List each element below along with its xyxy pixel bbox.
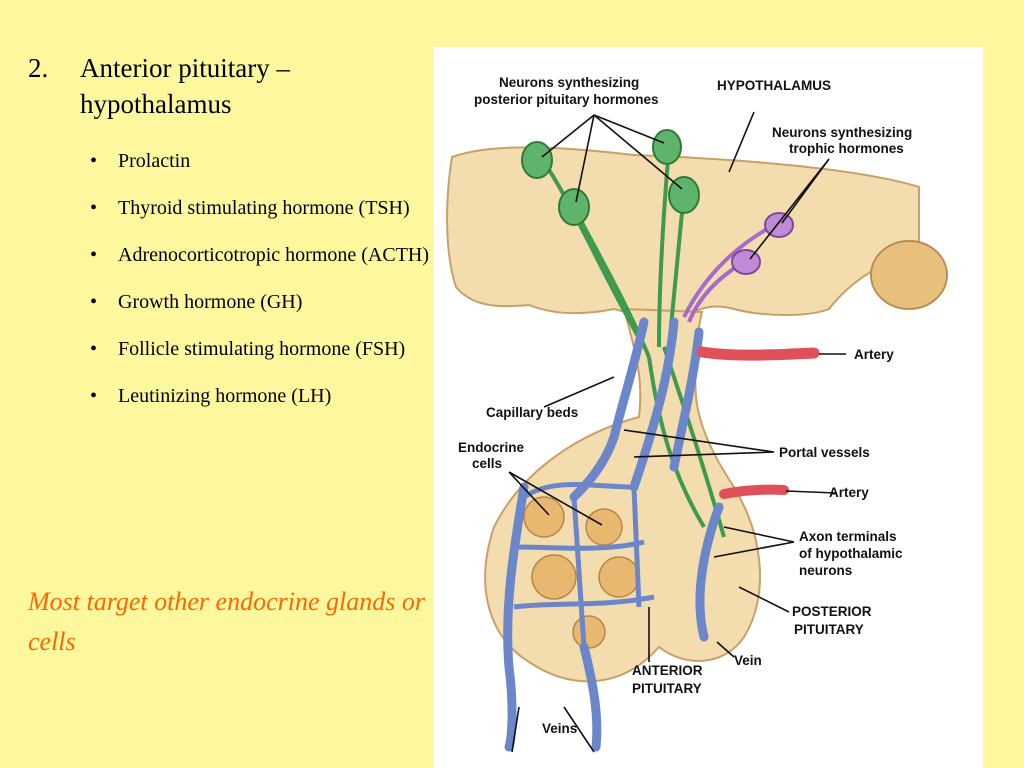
label-portal-vessels: Portal vessels bbox=[779, 445, 870, 460]
heading-number: 2. bbox=[28, 53, 49, 83]
list-item: • Leutinizing hormone (LH) bbox=[90, 381, 430, 411]
pituitary-diagram-svg: Neurons synthesizing posterior pituitary… bbox=[446, 75, 948, 753]
lower-artery bbox=[719, 484, 789, 499]
neuron-bodies-green bbox=[521, 129, 700, 226]
neuron-body bbox=[558, 188, 590, 226]
bullet-icon: • bbox=[90, 385, 98, 407]
label-capillary-beds: Capillary beds bbox=[486, 405, 578, 420]
hormone-list: • Prolactin • Thyroid stimulating hormone … bbox=[90, 146, 430, 428]
cell-cluster bbox=[523, 496, 565, 538]
pituitary-diagram: Neurons synthesizing posterior pituitary… bbox=[434, 47, 983, 768]
leader-lines bbox=[508, 111, 846, 753]
hypothalamus-tissue bbox=[446, 146, 920, 317]
cell-cluster bbox=[585, 508, 623, 546]
hormone-label: Thyroid stimulating hormone (TSH) bbox=[118, 197, 410, 219]
list-item: • Growth hormone (GH) bbox=[90, 287, 430, 317]
endocrine-cells bbox=[523, 496, 640, 649]
label-vein: Vein bbox=[734, 653, 762, 668]
label-axon-1: Axon terminals bbox=[799, 529, 897, 544]
neuron-body bbox=[521, 141, 553, 179]
label-veins: Veins bbox=[542, 721, 577, 736]
mammillary-body bbox=[870, 240, 948, 310]
bullet-icon: • bbox=[90, 291, 98, 313]
portal-vessels bbox=[503, 317, 724, 752]
hormone-label: Follicle stimulating hormone (FSH) bbox=[118, 338, 406, 360]
label-neurons-trophic-2: trophic hormones bbox=[789, 141, 904, 156]
label-posterior-2: PITUITARY bbox=[794, 622, 864, 637]
label-hypothalamus: HYPOTHALAMUS bbox=[717, 78, 831, 93]
list-item: • Adrenocorticotropic hormone (ACTH) bbox=[90, 240, 430, 270]
neuron-body bbox=[652, 129, 682, 165]
cell-cluster bbox=[531, 554, 577, 600]
neuron-body bbox=[764, 212, 794, 238]
label-neurons-posterior-2: posterior pituitary hormones bbox=[474, 92, 659, 107]
upper-artery bbox=[696, 346, 820, 361]
hormone-label: Prolactin bbox=[118, 150, 191, 172]
cell-cluster bbox=[572, 615, 606, 649]
label-axon-2: of hypothalamic bbox=[799, 546, 903, 561]
list-item: • Follicle stimulating hormone (FSH) bbox=[90, 334, 430, 364]
heading-text: Anterior pituitary – hypothalamus bbox=[80, 53, 290, 119]
label-neurons-trophic-1: Neurons synthesizing bbox=[772, 125, 912, 140]
hormone-label: Leutinizing hormone (LH) bbox=[118, 385, 332, 407]
neuron-body bbox=[731, 249, 761, 275]
bullet-icon: • bbox=[90, 244, 98, 266]
label-endocrine-1: Endocrine bbox=[458, 440, 525, 455]
bullet-icon: • bbox=[90, 197, 98, 219]
label-artery-lower: Artery bbox=[829, 485, 869, 500]
label-posterior-1: POSTERIOR bbox=[792, 604, 872, 619]
hormone-label: Adrenocorticotropic hormone (ACTH) bbox=[118, 244, 430, 266]
bullet-icon: • bbox=[90, 338, 98, 360]
label-neurons-posterior-1: Neurons synthesizing bbox=[499, 75, 639, 90]
list-item: • Prolactin bbox=[90, 146, 430, 176]
hormone-label: Growth hormone (GH) bbox=[118, 291, 303, 313]
summary-note: Most target other endocrine glands or ce… bbox=[28, 587, 425, 656]
label-anterior-1: ANTERIOR bbox=[632, 663, 703, 678]
neuron-bodies-purple bbox=[731, 212, 794, 275]
label-anterior-2: PITUITARY bbox=[632, 681, 702, 696]
bullet-icon: • bbox=[90, 150, 98, 172]
list-item: • Thyroid stimulating hormone (TSH) bbox=[90, 193, 430, 223]
label-axon-3: neurons bbox=[799, 563, 852, 578]
cell-cluster bbox=[598, 556, 640, 598]
label-endocrine-2: cells bbox=[472, 456, 502, 471]
label-artery-upper: Artery bbox=[854, 347, 894, 362]
neuron-body bbox=[668, 176, 700, 214]
capillary-network bbox=[513, 482, 655, 648]
